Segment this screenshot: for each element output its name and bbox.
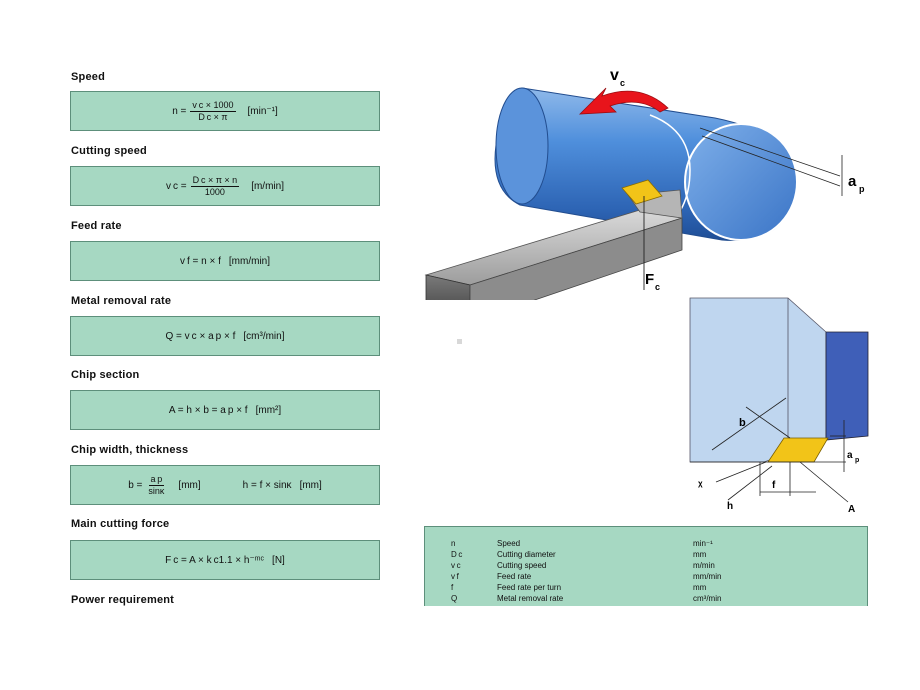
formula-chip-thickness-unit: [mm]: [299, 479, 322, 491]
heading-chip-section: Chip section: [71, 369, 140, 381]
formula-cutting-speed-fraction: D c × π × n 1000: [190, 174, 240, 198]
legend-row: f Feed rate per turn mm: [425, 583, 867, 593]
formula-feed-rate: v f = n × f [mm/min]: [70, 241, 380, 281]
legend-name: Speed: [497, 539, 521, 548]
label-ap-sub: p: [859, 184, 865, 194]
depth-of-cut-lines: [699, 127, 843, 196]
formula-feed-rate-text: v f = n × f: [179, 255, 221, 267]
formula-cutting-force-unit: [N]: [272, 554, 285, 566]
heading-power-requirement: Power requirement: [71, 594, 175, 606]
heading-main-cutting-force: Main cutting force: [71, 518, 170, 530]
tool-blade: [825, 331, 869, 441]
label-fc-sub: c: [655, 282, 660, 292]
chip-geometry-diagram: b a p χ h f A: [689, 297, 869, 515]
legend-symbol: D c: [451, 550, 463, 559]
formula-chip-section-text: A = h × b = a p × f: [168, 404, 248, 416]
tool-shank: [424, 179, 683, 300]
legend-symbol: v c: [451, 561, 461, 570]
formula-cutting-speed-unit: [m/min]: [251, 180, 284, 192]
formula-chip-thickness-text: h = f × sinκ: [242, 479, 292, 491]
legend-unit: mm: [693, 583, 707, 592]
legend-unit: min⁻¹: [693, 539, 713, 548]
formula-speed-fraction: v c × 1000 D c × π: [190, 99, 236, 123]
legend-symbol: n: [451, 539, 456, 548]
legend-unit: mm/min: [693, 572, 722, 581]
cutting-insert: [621, 179, 663, 205]
heading-speed: Speed: [71, 71, 106, 83]
heading-chip-width-thickness: Chip width, thickness: [71, 444, 189, 456]
formula-chip-width-thickness: b = a p sinκ [mm] h = f × sinκ [mm]: [70, 465, 380, 505]
label-ap2-sub: p: [855, 457, 859, 464]
heading-feed-rate: Feed rate: [71, 220, 122, 232]
formula-removal-rate-text: Q = v c × a p × f: [165, 330, 236, 342]
formula-chip-section: A = h × b = a p × f [mm²]: [70, 390, 380, 430]
formula-chip-section-unit: [mm²]: [255, 404, 282, 416]
legend-row: v c Cutting speed m/min: [425, 561, 867, 571]
symbol-legend-table: n Speed min⁻¹ D c Cutting diameter mm v …: [424, 526, 868, 606]
legend-row: n Speed min⁻¹: [425, 539, 867, 549]
formula-chip-width-lhs: b =: [128, 479, 143, 491]
formula-speed-lhs: n =: [172, 105, 187, 117]
label-h: h: [727, 501, 733, 512]
label-f: f: [772, 480, 776, 491]
legend-name: Metal removal rate: [497, 594, 564, 603]
heading-cutting-speed: Cutting speed: [71, 145, 147, 157]
formula-chip-width-fraction: a p sinκ: [146, 474, 166, 497]
formula-chip-width-numerator: a p: [148, 473, 165, 486]
formula-speed-numerator: v c × 1000: [190, 99, 236, 112]
label-b: b: [739, 417, 746, 429]
formula-cutting-force-text: F c = A × k c1.1 × h⁻ᵐᶜ: [165, 554, 265, 566]
formula-cutting-speed-numerator: D c × π × n: [190, 174, 240, 187]
formula-cutting-speed-lhs: v c =: [166, 180, 187, 192]
legend-unit: mm: [693, 550, 707, 559]
formula-main-cutting-force: F c = A × k c1.1 × h⁻ᵐᶜ [N]: [70, 540, 380, 580]
formula-speed-unit: [min⁻¹]: [247, 105, 278, 117]
turning-illustration: v c a p F c: [424, 67, 865, 300]
workpiece-cylinder: [494, 87, 798, 241]
formula-chip-width-unit: [mm]: [178, 479, 201, 491]
rotation-arrow-icon: [578, 87, 669, 115]
heading-metal-removal-rate: Metal removal rate: [71, 295, 172, 307]
label-fc: F: [645, 271, 654, 288]
legend-name: Feed rate per turn: [497, 583, 562, 592]
formula-cutting-speed-denominator: 1000: [204, 186, 225, 197]
legend-symbol: f: [451, 583, 454, 592]
label-vc: v: [610, 67, 619, 84]
label-ap2: a: [847, 450, 853, 461]
label-A: A: [848, 504, 855, 515]
legend-symbol: v f: [451, 572, 459, 581]
legend-name: Cutting diameter: [497, 550, 556, 559]
label-vc-sub: c: [620, 78, 625, 88]
formula-speed: n = v c × 1000 D c × π [min⁻¹]: [70, 91, 380, 131]
legend-symbol: Q: [451, 594, 458, 603]
formula-cutting-speed: v c = D c × π × n 1000 [m/min]: [70, 166, 380, 206]
legend-row: D c Cutting diameter mm: [425, 550, 867, 560]
label-ap: a: [848, 173, 857, 190]
formula-chip-width-denominator: sinκ: [148, 485, 165, 496]
cylinder-end-face: [684, 123, 798, 241]
legend-name: Cutting speed: [497, 561, 547, 570]
formula-feed-rate-unit: [mm/min]: [228, 255, 271, 267]
legend-name: Feed rate: [497, 572, 532, 581]
formula-removal-rate-unit: [cm³/min]: [243, 330, 285, 342]
decorative-dot: [457, 339, 462, 344]
legend-row: v f Feed rate mm/min: [425, 572, 867, 582]
legend-row: Q Metal removal rate cm³/min: [425, 594, 867, 604]
legend-unit: cm³/min: [693, 594, 722, 603]
formula-speed-denominator: D c × π: [198, 111, 228, 122]
formula-metal-removal-rate: Q = v c × a p × f [cm³/min]: [70, 316, 380, 356]
legend-unit: m/min: [693, 561, 715, 570]
label-kappa: χ: [698, 479, 703, 488]
